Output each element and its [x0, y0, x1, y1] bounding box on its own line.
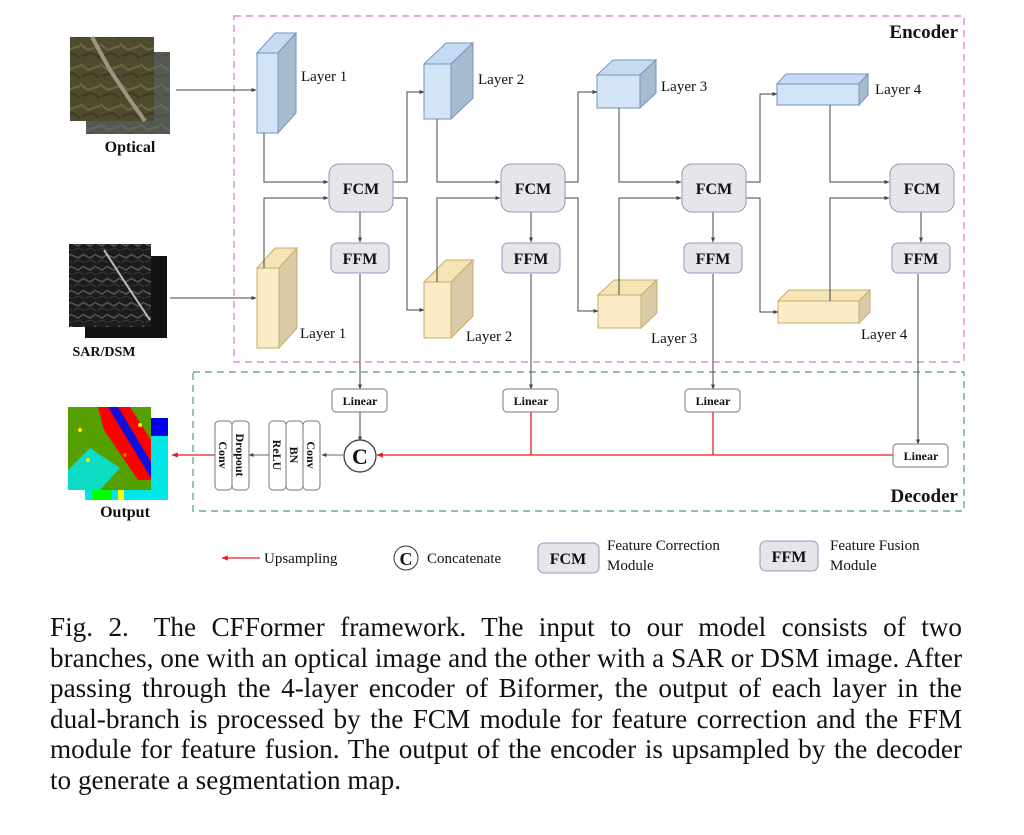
- sar-layer-4-block: [776, 288, 872, 325]
- sar-input-image: [69, 244, 167, 338]
- fcm-module-4: FCM: [889, 163, 955, 213]
- conv-label: Conv: [216, 441, 230, 468]
- concat-symbol: C: [352, 444, 368, 469]
- sar-layer-3-block: [596, 278, 659, 330]
- output-label: Output: [100, 504, 150, 521]
- sar-layer-4-label: Layer 4: [861, 327, 908, 343]
- fcm-label: FCM: [515, 181, 551, 198]
- fcm-module-1: FCM: [328, 163, 394, 213]
- legend: Upsampling C Concatenate FCM Feature Cor…: [221, 538, 920, 574]
- concat-legend-symbol: C: [400, 549, 413, 569]
- encoder-title: Encoder: [889, 22, 958, 43]
- caption-text: The CFFormer framework. The input to our…: [50, 612, 962, 795]
- concatenate-legend-label: Concatenate: [427, 551, 501, 567]
- encoder-frame: [233, 15, 965, 363]
- sar-layer-3-label: Layer 3: [651, 331, 697, 347]
- decoder-title: Decoder: [890, 486, 958, 507]
- conv-label: Conv: [304, 441, 318, 468]
- ffm-label: FFM: [514, 251, 549, 268]
- fcm-legend-line2: Module: [607, 558, 654, 574]
- conv-bn-relu-block: Conv BN ReLU: [268, 420, 321, 491]
- linear-box-3: Linear: [684, 388, 741, 413]
- dropout-label: Dropout: [233, 433, 247, 476]
- linear-label: Linear: [343, 394, 378, 408]
- linear-box-1: Linear: [331, 388, 388, 413]
- ffm-legend-line2: Module: [830, 558, 877, 574]
- optical-layer-3-label: Layer 3: [661, 79, 707, 95]
- fcm-label: FCM: [696, 181, 732, 198]
- bn-label: BN: [287, 447, 301, 464]
- concatenate-node: C: [343, 439, 377, 473]
- encoder-connectors: [263, 90, 923, 445]
- ffm-module-1: FFM: [330, 242, 390, 274]
- optical-layer-2-block: [422, 41, 475, 121]
- linear-label: Linear: [696, 394, 731, 408]
- fcm-module-2: FCM: [500, 163, 566, 213]
- concat-legend-icon: [393, 545, 419, 571]
- fcm-legend-line1: Feature Correction: [607, 538, 720, 554]
- optical-label: Optical: [105, 139, 156, 156]
- fcm-label: FCM: [904, 181, 940, 198]
- output-segmentation-map: [68, 407, 168, 500]
- upsampling-legend-label: Upsampling: [264, 551, 338, 567]
- cfformer-diagram: Encoder Decoder Optical SAR/DSM Output: [68, 15, 965, 574]
- ffm-legend-abbr: FFM: [772, 549, 807, 566]
- ffm-label: FFM: [343, 251, 378, 268]
- linear-box-2: Linear: [502, 388, 559, 413]
- figure-number: Fig. 2.: [50, 612, 129, 642]
- upsampling-path: [171, 412, 893, 458]
- fcm-legend-abbr: FCM: [550, 551, 586, 568]
- ffm-legend-line1: Feature Fusion: [830, 538, 920, 554]
- ffm-module-2: FFM: [501, 242, 561, 274]
- sar-layer-2-block: [422, 258, 475, 340]
- linear-label: Linear: [904, 449, 939, 463]
- optical-layer-3-block: [595, 58, 658, 110]
- optical-layer-1-block: [255, 31, 298, 135]
- sar-layer-1-block: [255, 246, 299, 350]
- optical-layer-1-label: Layer 1: [301, 69, 347, 85]
- ffm-module-3: FFM: [683, 242, 743, 274]
- sar-layer-1-label: Layer 1: [300, 326, 346, 342]
- linear-label: Linear: [514, 394, 549, 408]
- sar-layer-2-label: Layer 2: [466, 329, 512, 345]
- dropout-conv-block: Dropout Conv: [214, 420, 250, 491]
- sar-label: SAR/DSM: [72, 345, 135, 360]
- ffm-label: FFM: [904, 251, 939, 268]
- fcm-label: FCM: [343, 181, 379, 198]
- linear-box-4: Linear: [892, 443, 949, 468]
- optical-layer-4-block: [775, 72, 870, 107]
- optical-layer-2-label: Layer 2: [478, 72, 524, 88]
- ffm-legend-box: [759, 540, 819, 572]
- optical-input-image: [70, 36, 170, 134]
- figure-caption: Fig. 2. The CFFormer framework. The inpu…: [50, 612, 962, 795]
- relu-label: ReLU: [270, 440, 284, 471]
- fcm-legend-box: [537, 542, 600, 574]
- fcm-module-3: FCM: [681, 163, 747, 213]
- decoder-frame: [192, 371, 965, 512]
- optical-layer-4-label: Layer 4: [875, 82, 922, 98]
- ffm-module-4: FFM: [891, 242, 951, 274]
- ffm-label: FFM: [696, 251, 731, 268]
